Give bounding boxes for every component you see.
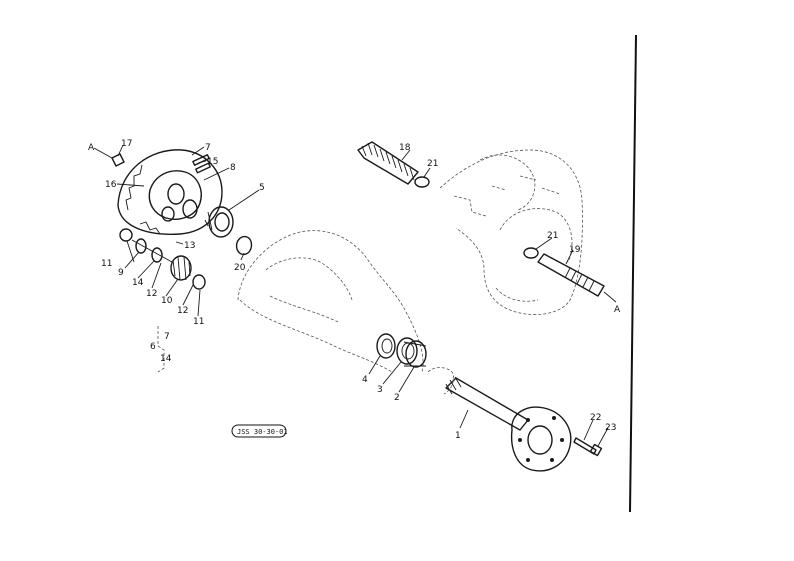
wheel-flange <box>510 406 572 472</box>
label-13: 13 <box>184 241 195 251</box>
label-3: 3 <box>377 385 383 395</box>
seal-21-lower <box>523 247 539 259</box>
label-14: 14 <box>132 278 144 288</box>
final-drive-housing <box>439 149 583 315</box>
label-A-right: A <box>614 305 621 315</box>
drawing-code: JSS 30-30-01 <box>237 428 288 436</box>
label-11-right: 11 <box>193 317 204 327</box>
seal-21-upper <box>414 176 430 188</box>
axle-shaft-19 <box>537 253 617 303</box>
label-22: 22 <box>590 413 601 423</box>
snap-ring-20 <box>235 235 253 256</box>
drawing-code-box <box>231 424 287 438</box>
wheel-bolt-22-23 <box>573 437 603 457</box>
label-10: 10 <box>161 296 173 306</box>
label-7: 7 <box>205 143 211 153</box>
label-9: 9 <box>118 268 124 278</box>
leader-lines <box>116 144 609 447</box>
label-12-b: 12 <box>177 306 188 316</box>
label-21-lower: 21 <box>547 231 558 241</box>
bolt-17 <box>93 147 125 167</box>
label-20: 20 <box>234 263 246 273</box>
label-17: 17 <box>121 139 132 149</box>
label-12-a: 12 <box>146 289 157 299</box>
label-14-lower: 14 <box>160 354 172 364</box>
page-border-line <box>629 34 637 513</box>
label-19: 19 <box>569 245 581 255</box>
spacer-pins-6-7-14 <box>157 326 165 373</box>
label-4: 4 <box>362 375 368 385</box>
planet-gear-set <box>119 228 206 290</box>
label-1: 1 <box>455 431 461 441</box>
bearing-5 <box>204 206 234 238</box>
label-7-lower: 7 <box>164 332 170 342</box>
label-5: 5 <box>259 183 265 193</box>
differential-housing <box>117 149 223 235</box>
label-2: 2 <box>394 393 400 403</box>
label-A-left: A <box>88 143 95 153</box>
axle-shaft-18 <box>357 141 419 185</box>
bearing-cone-4 <box>376 333 396 359</box>
label-18: 18 <box>399 143 411 153</box>
axle-housing-outline <box>237 230 424 373</box>
label-8: 8 <box>230 163 236 173</box>
label-16: 16 <box>105 180 117 190</box>
part-labels: A 17 7 15 16 8 5 13 11 9 14 12 10 12 11 … <box>88 139 621 441</box>
bearing-2 <box>403 340 427 368</box>
label-15: 15 <box>207 157 218 167</box>
label-11-left: 11 <box>101 259 112 269</box>
label-23: 23 <box>605 423 616 433</box>
label-21-upper: 21 <box>427 159 438 169</box>
label-6: 6 <box>150 342 156 352</box>
